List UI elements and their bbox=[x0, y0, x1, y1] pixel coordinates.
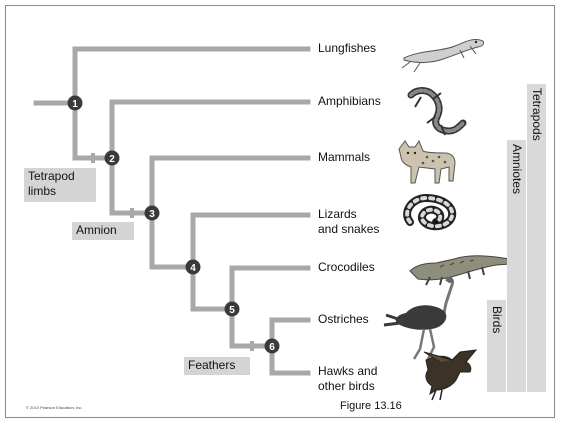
taxon-label-lizards-and-snakes: Lizards and snakes bbox=[318, 207, 379, 237]
node-4: 4 bbox=[186, 260, 201, 275]
clade-label-birds: Birds bbox=[490, 306, 504, 333]
feathers-tick bbox=[250, 341, 254, 351]
taxon-label-hawks-and-other-birds: Hawks and other birds bbox=[318, 364, 377, 394]
snake-icon bbox=[407, 198, 452, 226]
tetrapod-limbs-tick bbox=[91, 153, 95, 163]
svg-text:4: 4 bbox=[190, 263, 196, 274]
svg-text:2: 2 bbox=[109, 154, 115, 165]
taxon-label-lungfishes: Lungfishes bbox=[318, 41, 376, 56]
node-5: 5 bbox=[225, 302, 240, 317]
taxon-label-mammals: Mammals bbox=[318, 150, 370, 165]
svg-text:6: 6 bbox=[269, 342, 275, 353]
node-2: 2 bbox=[105, 151, 120, 166]
bobcat-icon bbox=[399, 141, 455, 183]
svg-text:5: 5 bbox=[229, 305, 235, 316]
trait-tetrapod-limbs: Tetrapod limbs bbox=[24, 168, 96, 202]
copyright-notice: © 2010 Pearson Education, Inc. bbox=[26, 405, 83, 410]
crocodile-icon bbox=[410, 256, 513, 285]
clade-label-tetrapods: Tetrapods bbox=[530, 88, 544, 141]
node-6: 6 bbox=[265, 339, 280, 354]
trait-feathers: Feathers bbox=[184, 357, 250, 375]
ostrich-icon bbox=[384, 277, 453, 359]
node-1: 1 bbox=[68, 96, 83, 111]
lungfish-icon bbox=[402, 39, 484, 72]
hawk-icon bbox=[424, 350, 476, 400]
clade-label-amniotes: Amniotes bbox=[510, 144, 524, 194]
svg-text:3: 3 bbox=[149, 209, 155, 220]
taxon-label-crocodiles: Crocodiles bbox=[318, 260, 375, 275]
svg-text:1: 1 bbox=[72, 99, 78, 110]
amnion-tick bbox=[130, 208, 134, 218]
taxon-label-ostriches: Ostriches bbox=[318, 312, 369, 327]
trait-amnion: Amnion bbox=[72, 222, 134, 240]
node-3: 3 bbox=[145, 206, 160, 221]
taxon-label-amphibians: Amphibians bbox=[318, 94, 381, 109]
salamander-icon bbox=[411, 91, 463, 136]
figure-caption: Figure 13.16 bbox=[340, 400, 402, 412]
